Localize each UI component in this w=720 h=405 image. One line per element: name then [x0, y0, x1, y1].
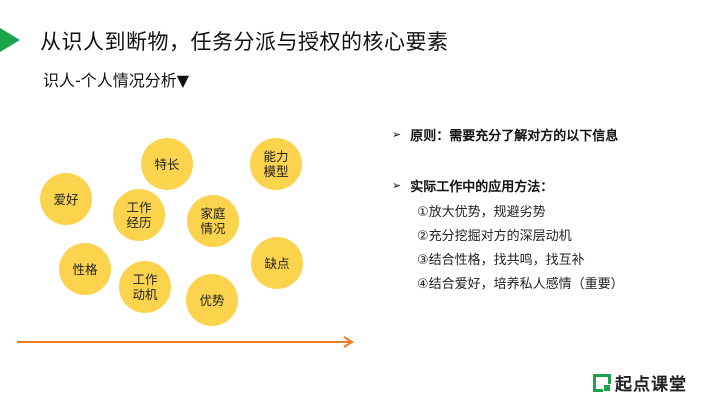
principle-text: 原则：需要充分了解对方的以下信息	[410, 129, 619, 144]
method-heading: 实际工作中的应用方法：	[410, 180, 554, 195]
bubble-advantage: 优势	[186, 274, 238, 326]
arrow-right-icon	[17, 336, 354, 348]
method-item: ③结合性格，找共鸣，找互补	[417, 253, 585, 268]
bubble-ability-model: 能力 模型	[250, 138, 302, 190]
info-panel: ➢ 原则：需要充分了解对方的以下信息 ➢ 实际工作中的应用方法： ①放大优势，规…	[392, 125, 712, 297]
bubble-family: 家庭 情况	[187, 195, 239, 247]
bubble-strength: 特长	[141, 138, 193, 190]
triangle-marker-icon	[0, 28, 20, 52]
method-item: ②充分挖掘对方的深层动机	[417, 229, 572, 244]
method-item: ①放大优势，规避劣势	[417, 205, 546, 220]
qidian-logo-icon	[593, 373, 611, 392]
method-bullet: ➢ 实际工作中的应用方法：	[392, 176, 712, 195]
page-title: 从识人到断物，任务分派与授权的核心要素	[40, 30, 449, 54]
bubble-weakness: 缺点	[251, 237, 303, 289]
principle-bullet: ➢ 原则：需要充分了解对方的以下信息	[392, 125, 712, 144]
method-item: ④结合爱好，培养私人感情（重要）	[417, 277, 624, 292]
bubble-hobby: 爱好	[40, 173, 92, 225]
bubble-work-experience: 工作 经历	[113, 189, 165, 241]
chevron-right-icon: ➢	[392, 128, 402, 141]
logo-text: 起点课堂	[615, 375, 687, 395]
bubble-work-motivation: 工作 动机	[119, 261, 171, 313]
brand-logo: 起点课堂	[593, 370, 687, 395]
chevron-right-icon: ➢	[392, 179, 402, 192]
bubble-personality: 性格	[59, 243, 111, 295]
page-subtitle: 识人-个人情况分析▼	[43, 71, 190, 90]
